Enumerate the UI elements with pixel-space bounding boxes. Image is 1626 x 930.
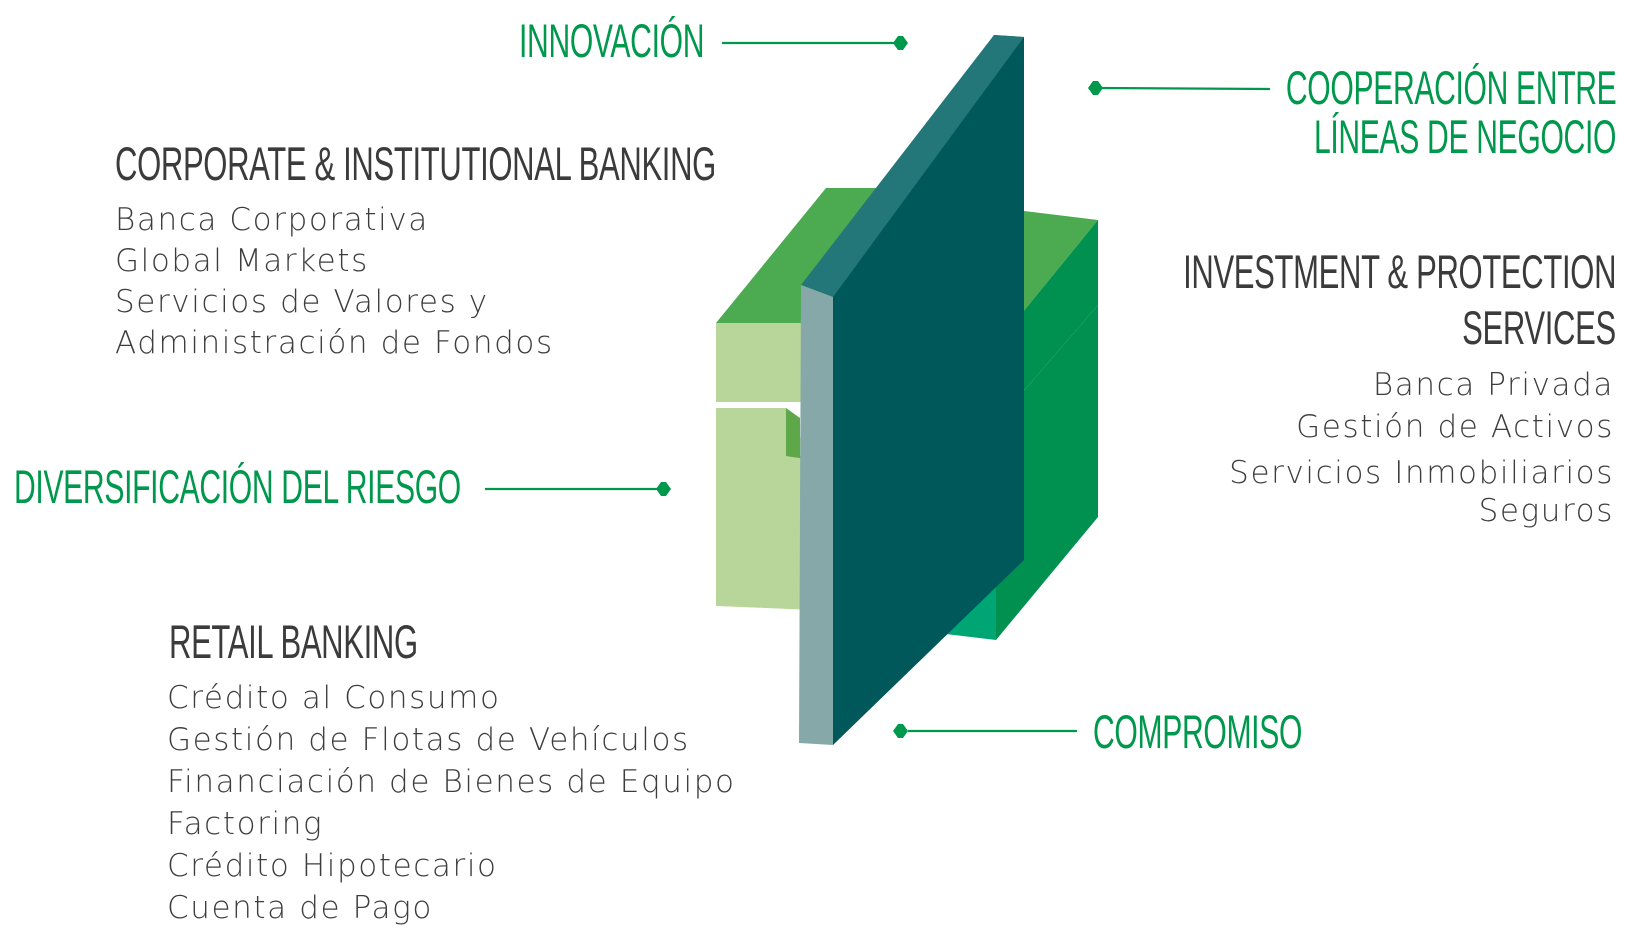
dot-diversificacion <box>656 482 671 496</box>
label-diversificacion: DIVERSIFICACIÓN DEL RIESGO <box>14 460 461 513</box>
list-item: Administración de Fondos <box>115 325 554 361</box>
heading-corporate: CORPORATE & INSTITUTIONAL BANKING <box>115 137 716 190</box>
label-compromiso: COMPROMISO <box>1093 705 1303 758</box>
list-item: Seguros <box>1478 493 1614 529</box>
list-item: Global Markets <box>115 243 369 279</box>
list-item: Crédito Hipotecario <box>167 848 498 884</box>
label-cooperacion-line1: COOPERACIÓN ENTRE <box>1285 61 1617 114</box>
heading-investment-line1: INVESTMENT & PROTECTION <box>1182 245 1616 298</box>
list-item: Gestión de Activos <box>1296 409 1614 445</box>
label-innovacion: INNOVACIÓN <box>519 14 705 67</box>
connector-cooperacion <box>1097 86 1271 91</box>
list-retail: Crédito al Consumo Gestión de Flotas de … <box>167 677 736 929</box>
list-item: Servicios Inmobiliarios <box>1229 455 1614 491</box>
list-item: Financiación de Bienes de Equipo <box>167 764 736 800</box>
dot-compromiso <box>893 724 908 738</box>
dot-innovacion <box>893 36 908 50</box>
list-investment: Banca Privada Gestión de Activos Servici… <box>1229 364 1614 532</box>
dot-cooperacion <box>1088 81 1103 95</box>
list-item: Servicios de Valores y <box>115 284 489 320</box>
list-item: Factoring <box>167 806 324 842</box>
heading-investment-line2: SERVICES <box>1462 301 1616 354</box>
list-corporate: Banca Corporativa Global Markets Servici… <box>115 200 554 364</box>
list-item: Crédito al Consumo <box>167 680 501 716</box>
list-item: Gestión de Flotas de Vehículos <box>167 722 690 758</box>
list-item: Banca Privada <box>1372 367 1614 403</box>
divider-panel <box>799 35 1024 745</box>
heading-retail: RETAIL BANKING <box>169 615 418 668</box>
label-cooperacion-line2: LÍNEAS DE NEGOCIO <box>1313 110 1616 163</box>
list-item: Cuenta de Pago <box>167 890 433 926</box>
connector-lines <box>485 36 1271 738</box>
list-item: Banca Corporativa <box>115 202 429 238</box>
